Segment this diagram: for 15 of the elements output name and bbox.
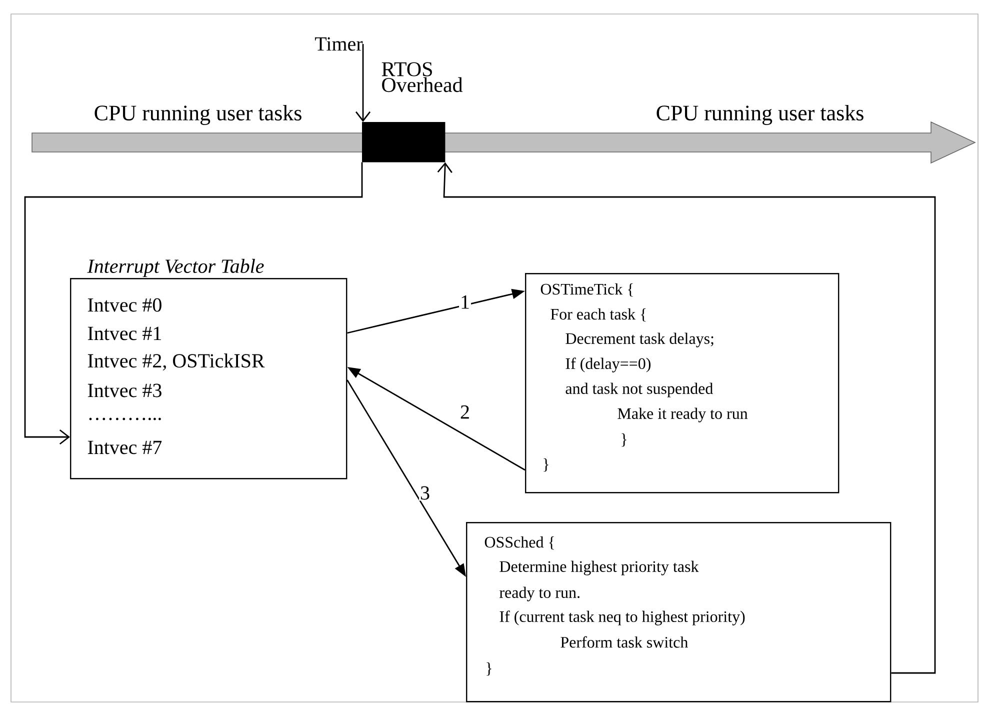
arrow	[355, 44, 371, 122]
vector-table-box: Interrupt Vector Table Intvec #0 Intvec #1 Intvec #2, OSTickISR Intvec #3 ………... Intvec #7	[70, 258, 348, 480]
timeline-label: CPU running user tasks	[656, 105, 864, 125]
node-label: Interrupt Vector Table	[87, 258, 264, 278]
arrow	[437, 162, 936, 674]
arrow	[24, 162, 363, 445]
tick-routine-box: OSTimeTick { For each task { Decrement task delays; If (delay==0) and task not suspended Make it ready to run } }	[525, 273, 840, 494]
edge-label: 1	[459, 294, 471, 310]
node-label: RTOS Overhead	[382, 62, 463, 92]
edge-label: 2	[459, 404, 471, 420]
scheduler-box: OSSched { Determine highest priority task ready to run. If (current task neq to highest priority) Perform task switch }	[466, 522, 892, 702]
timer-label: Timer	[315, 37, 363, 51]
overhead-block: RTOS Overhead	[362, 62, 463, 162]
timeline-label: CPU running user tasks	[94, 105, 302, 125]
edge-label: 3	[419, 485, 431, 501]
